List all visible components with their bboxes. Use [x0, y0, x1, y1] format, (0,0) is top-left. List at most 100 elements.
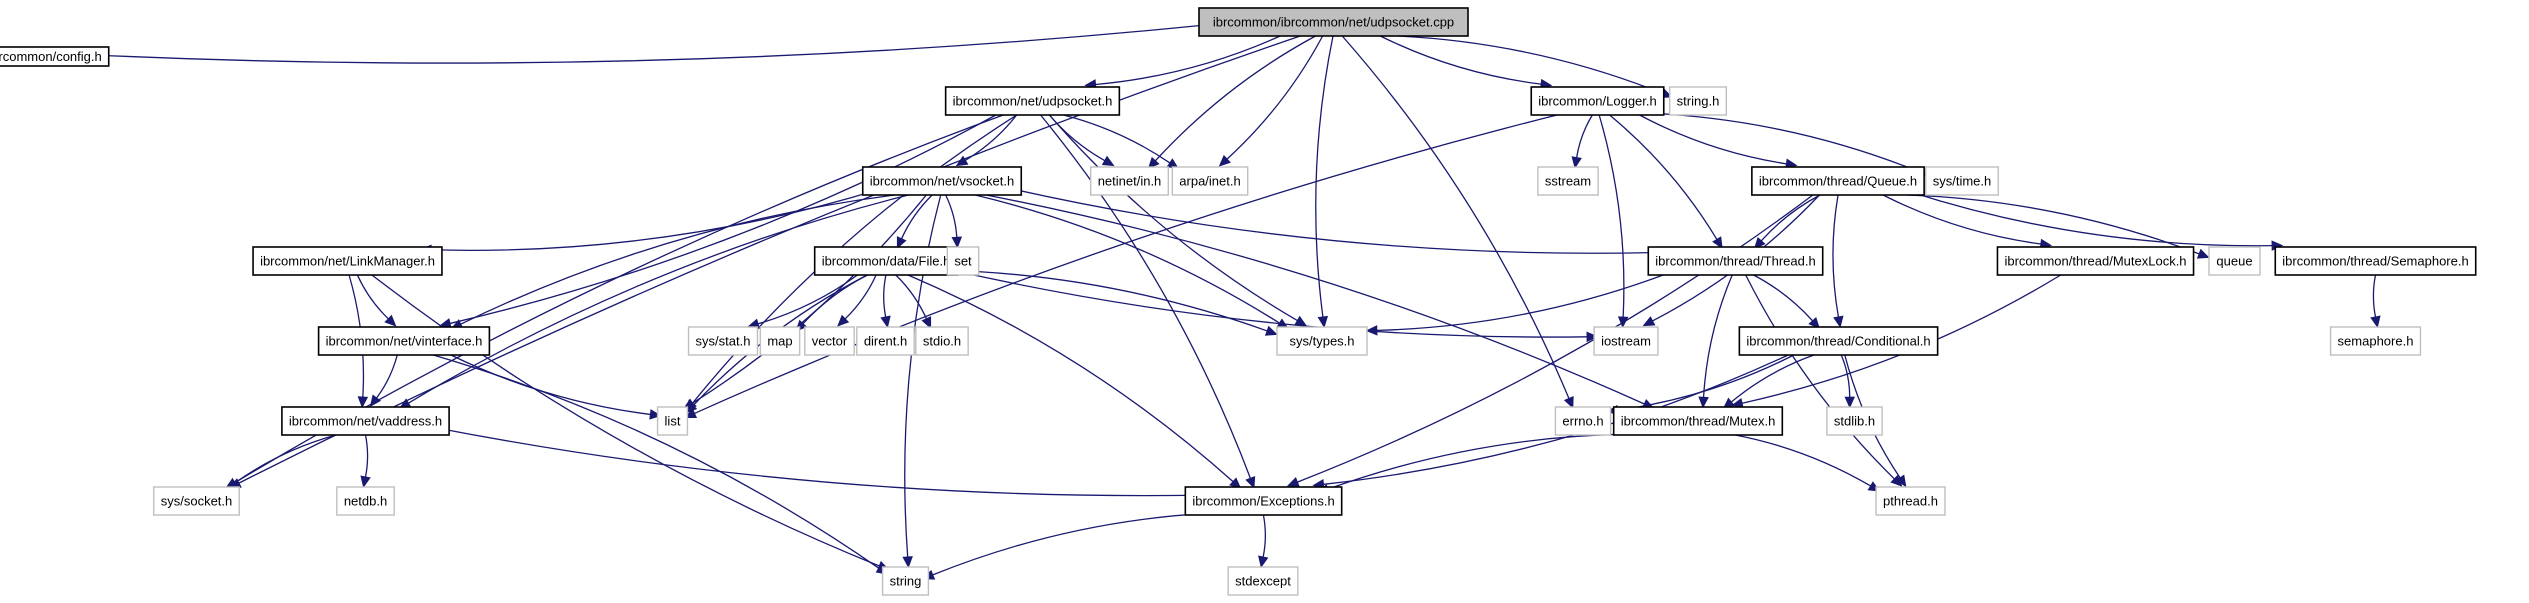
node-box: [0, 46, 110, 67]
arrowhead-icon: [1844, 396, 1856, 409]
graph-node-vaddress[interactable]: ibrcommon/net/vaddress.h: [281, 406, 450, 436]
arrowhead-icon: [1586, 331, 1599, 343]
graph-node-vector: vector: [804, 326, 855, 356]
node-label: vector: [812, 334, 848, 349]
graph-node-arpa: arpa/inet.h: [1171, 166, 1249, 196]
node-label: ibrcommon/thread/Mutex.h: [1621, 414, 1776, 429]
edge-exceptions-to-string: [932, 512, 1210, 576]
graph-node-logger[interactable]: ibrcommon/Logger.h: [1530, 86, 1665, 116]
edge-queue_h-to-queue: [1907, 194, 2200, 255]
graph-node-mutex[interactable]: ibrcommon/thread/Mutex.h: [1612, 406, 1784, 436]
node-label: netdb.h: [344, 494, 387, 509]
edge-root-to-arpa: [1226, 35, 1324, 160]
edge-vsocket-to-thread: [1004, 186, 1653, 254]
node-box: [944, 86, 1121, 116]
edge-logger-to-sstream: [1575, 114, 1593, 158]
edge-file-to-dirent: [883, 274, 887, 318]
edge-queue_h-to-semaphore_h: [1909, 191, 2273, 247]
edge-vinterface-to-string: [433, 354, 880, 569]
node-label: sstream: [1545, 174, 1591, 189]
node-label: ibrcommon/thread/Semaphore.h: [2282, 254, 2468, 269]
arrowhead-icon: [1101, 155, 1115, 167]
graph-node-queue-h[interactable]: ibrcommon/thread/Queue.h: [1751, 166, 1925, 196]
node-label: ibrcommon/config.h: [0, 49, 102, 64]
graph-node-iostream: iostream: [1593, 326, 1659, 356]
node-label: sys/types.h: [1289, 334, 1354, 349]
edge-vsocket-to-vinterface: [460, 194, 896, 325]
node-box: [881, 566, 930, 596]
graph-node-set: set: [946, 246, 980, 276]
edge-udpsocket_h-to-vinterface: [449, 114, 997, 325]
graph-node-vsocket[interactable]: ibrcommon/net/vsocket.h: [861, 166, 1023, 196]
edge-root-to-systypes: [1315, 35, 1334, 318]
edge-vsocket-to-mutex: [985, 194, 1645, 405]
graph-node-stdio: stdio.h: [915, 326, 969, 356]
arrowhead-icon: [1294, 315, 1308, 327]
graph-node-exceptions[interactable]: ibrcommon/Exceptions.h: [1184, 486, 1343, 516]
edge-root-to-netinet: [1154, 35, 1316, 162]
edge-semaphore_h-to-semaphore: [2372, 274, 2377, 318]
node-box: [153, 486, 240, 516]
node-box: [1925, 166, 1999, 196]
arrowhead-icon: [955, 155, 969, 167]
edge-udpsocket_h-to-systypes: [1048, 114, 1298, 322]
node-box: [687, 326, 759, 356]
node-box: [1996, 246, 2195, 276]
graph-node-linkmanager[interactable]: ibrcommon/net/LinkManager.h: [252, 246, 443, 276]
node-label: ibrcommon/net/vsocket.h: [870, 174, 1015, 189]
node-label: dirent.h: [864, 334, 907, 349]
node-box: [1647, 246, 1824, 276]
edge-logger-to-iostream: [1598, 114, 1625, 318]
arrowhead-icon: [360, 475, 371, 489]
edge-queue_h-to-thread: [1760, 194, 1821, 242]
graph-node-list: list: [656, 406, 689, 436]
arrowhead-icon: [896, 236, 907, 250]
arrowhead-icon: [921, 316, 932, 330]
edge-thread-to-mutex: [1702, 274, 1733, 398]
node-box: [1826, 406, 1883, 436]
node-box: [759, 326, 801, 356]
node-label: ibrcommon/data/File.h: [822, 254, 951, 269]
graph-node-conditional[interactable]: ibrcommon/thread/Conditional.h: [1738, 326, 1939, 356]
graph-node-file[interactable]: ibrcommon/data/File.h: [813, 246, 959, 276]
arrowhead-icon: [1286, 477, 1300, 487]
node-box: [336, 486, 395, 516]
edge-logger-to-queue_h: [1639, 114, 1787, 165]
graph-node-stdlib: stdlib.h: [1826, 406, 1883, 436]
graph-node-string-h: string.h: [1668, 86, 1728, 116]
node-box: [1593, 326, 1659, 356]
node-box: [1530, 86, 1665, 116]
graph-node-syssocket: sys/socket.h: [153, 486, 240, 516]
graph-node-dirent: dirent.h: [856, 326, 915, 356]
graph-node-mutexlock[interactable]: ibrcommon/thread/MutexLock.h: [1996, 246, 2195, 276]
arrowhead-icon: [357, 396, 369, 409]
edge-queue_h-to-mutexlock: [1882, 194, 2041, 245]
graph-node-netinet: netinet/in.h: [1089, 166, 1170, 196]
arrowhead-icon: [1642, 316, 1656, 327]
node-box: [1537, 166, 1599, 196]
graph-node-sysstat: sys/stat.h: [687, 326, 759, 356]
edge-root-to-logger: [1379, 35, 1542, 85]
edge-vsocket-to-file: [900, 194, 933, 240]
graph-node-map: map: [759, 326, 801, 356]
graph-node-root[interactable]: ibrcommon/ibrcommon/net/udpsocket.cpp: [1198, 7, 1469, 37]
arrowhead-icon: [1258, 555, 1269, 568]
graph-node-udpsocket-h[interactable]: ibrcommon/net/udpsocket.h: [944, 86, 1121, 116]
graph-node-vinterface[interactable]: ibrcommon/net/vinterface.h: [317, 326, 491, 356]
graph-node-thread[interactable]: ibrcommon/thread/Thread.h: [1647, 246, 1824, 276]
edge-thread-to-pthread: [1745, 274, 1895, 480]
node-label: ibrcommon/thread/Thread.h: [1655, 254, 1815, 269]
edge-root-to-errno: [1341, 35, 1570, 399]
node-box: [1668, 86, 1728, 116]
graph-node-semaphore: semaphore.h: [2329, 326, 2422, 356]
graph-node-config[interactable]: ibrcommon/config.h: [0, 46, 110, 67]
edge-thread-to-conditional: [1753, 274, 1814, 322]
node-box: [813, 246, 959, 276]
edge-linkmanager-to-string: [371, 274, 880, 567]
graph-node-semaphore-h[interactable]: ibrcommon/thread/Semaphore.h: [2274, 246, 2477, 276]
edge-udpsocket_h-to-exceptions: [1040, 114, 1252, 479]
edge-file-to-stdio: [895, 274, 928, 320]
arrowhead-icon: [1147, 156, 1160, 170]
node-box: [281, 406, 450, 436]
edge-file-to-iostream: [934, 265, 1588, 338]
